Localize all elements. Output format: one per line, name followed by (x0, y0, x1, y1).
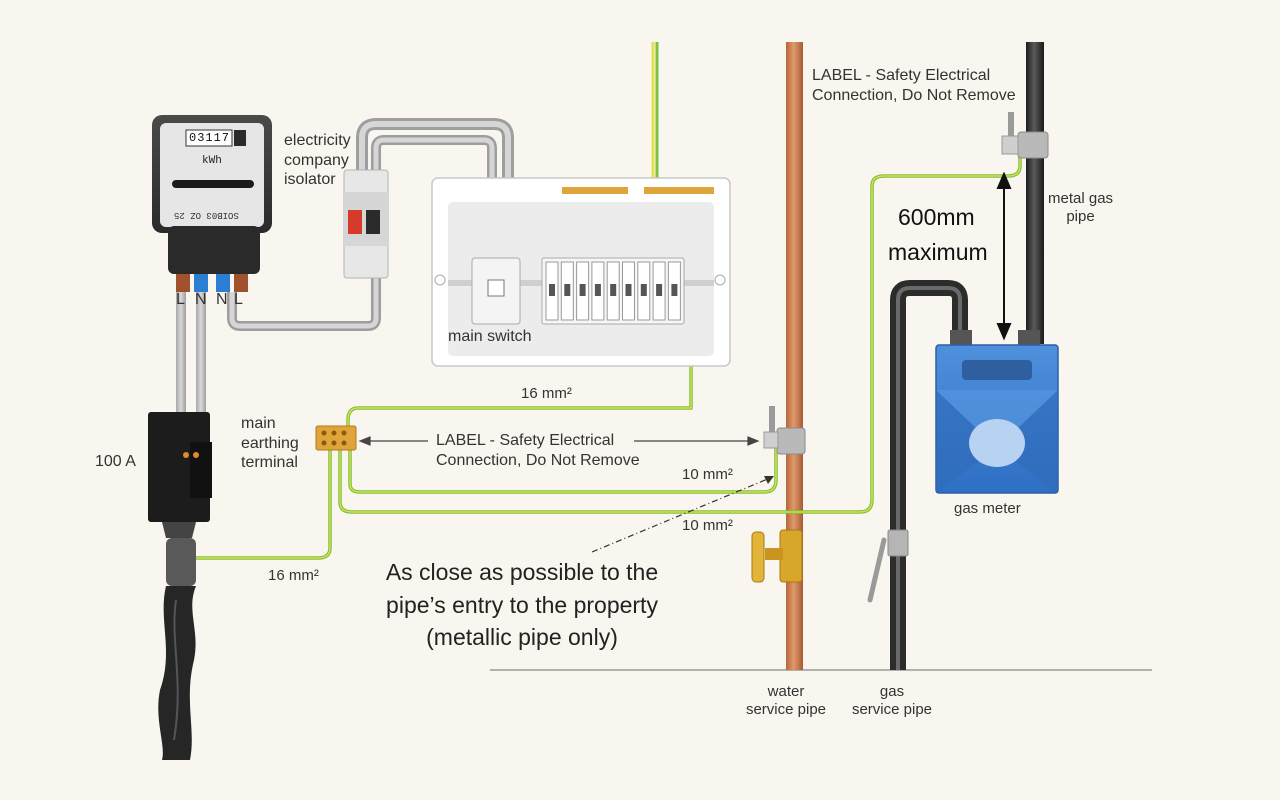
meter-terminal-n2: N (216, 291, 228, 308)
water-stop-valve (751, 529, 803, 583)
electricity-meter (152, 115, 272, 292)
meter-reading: 03117 (189, 131, 231, 145)
meter-tails (176, 118, 514, 442)
meter-unit: kWh (202, 155, 222, 167)
distance-arrow (996, 171, 1012, 341)
cable-size-16-upper: 16 mm² (521, 385, 572, 402)
water-pipe-bonding-clamp (763, 406, 806, 455)
mcb-toggle (579, 284, 586, 296)
mcb-row (545, 261, 681, 321)
label-arrows (358, 436, 760, 446)
mcb-toggle (549, 284, 555, 296)
cable-size-10-upper: 10 mm² (682, 466, 733, 483)
note-pointer (591, 476, 774, 553)
gas-meter (935, 330, 1059, 494)
metal-gas-pipe (1026, 42, 1044, 344)
main-earthing-terminal (315, 425, 357, 451)
company-isolator (343, 169, 389, 279)
gas-pipe-bonding-clamp (1001, 112, 1049, 159)
mcb-toggle (610, 284, 617, 296)
earth-conductors (186, 42, 1022, 560)
gas-service-valve (867, 529, 909, 603)
service-cutout (148, 412, 212, 760)
cable-size-16-lower: 16 mm² (268, 567, 319, 584)
mcb-toggle (564, 284, 571, 296)
meter-terminal-n1: N (195, 291, 207, 308)
cutout-rating-label: 100 A (95, 453, 136, 470)
gas-meter-label: gas meter (954, 500, 1021, 517)
meter-terminal-l2: L (234, 291, 243, 308)
mcb-toggle (656, 284, 663, 296)
gas-service-pipe (890, 280, 968, 670)
meter-serial: SOIB03 OZ 25 (174, 210, 239, 220)
cable-size-10-lower: 10 mm² (682, 517, 733, 534)
meter-terminal-l1: L (176, 291, 185, 308)
mcb-toggle (625, 284, 632, 296)
mcb-toggle (640, 284, 647, 296)
mcb-toggle (594, 284, 601, 296)
mcb-toggle (671, 284, 678, 296)
main-switch-label: main switch (448, 328, 532, 345)
